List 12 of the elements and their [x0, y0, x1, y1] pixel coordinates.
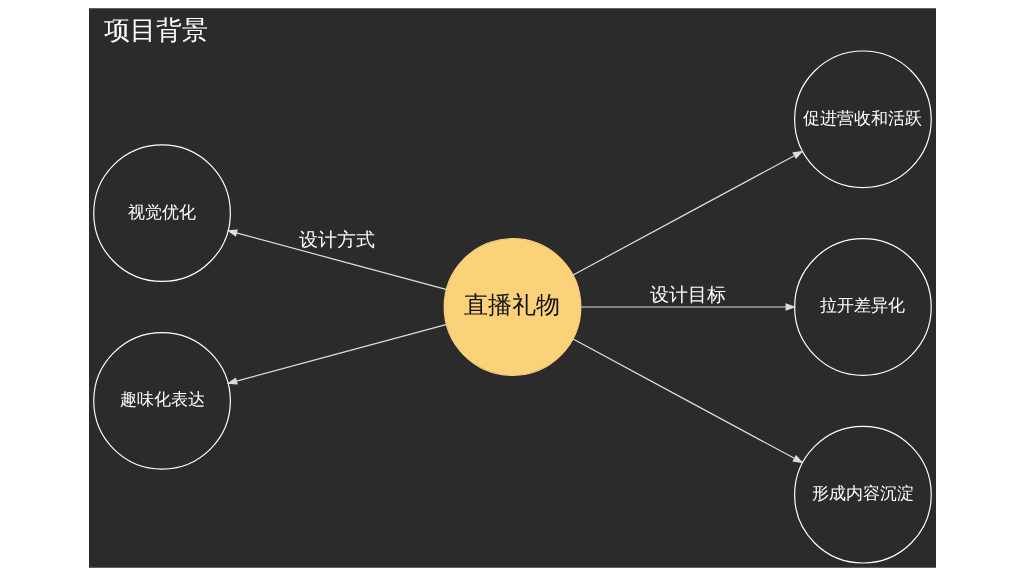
node-circle: 拉开差异化 — [793, 238, 932, 376]
arrow — [226, 229, 447, 290]
edge-label: 设计目标 — [649, 282, 726, 305]
node-circle: 直播礼物 — [443, 238, 581, 376]
arrow — [580, 303, 796, 311]
arrow — [572, 338, 804, 464]
arrow — [572, 150, 804, 276]
edge-label: 设计方式 — [298, 228, 375, 251]
diagram-title: 项目背景 — [103, 14, 208, 45]
node-circle: 趣味化表达 — [92, 331, 231, 470]
arrow — [226, 324, 447, 385]
node-circle: 视觉优化 — [92, 144, 231, 283]
